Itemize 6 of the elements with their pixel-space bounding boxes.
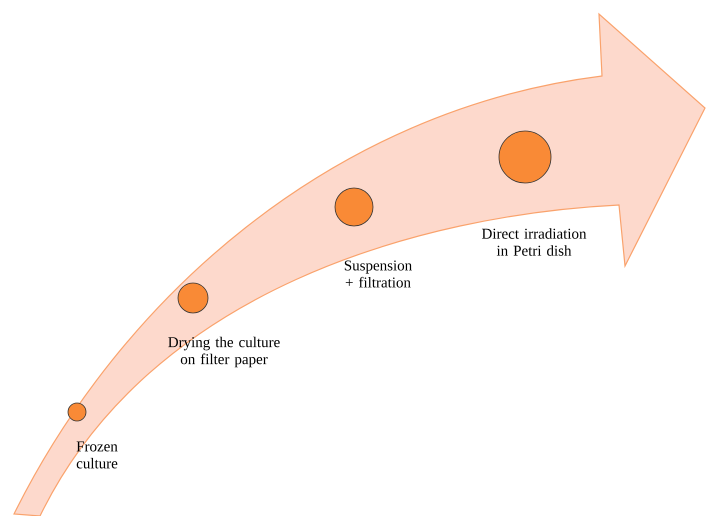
step-label: Direct irradiation in Petri dish	[482, 228, 586, 256]
step-circle	[178, 282, 208, 314]
step-label: Suspension + filtration	[344, 260, 412, 288]
step-circle	[498, 130, 552, 184]
step-circle	[334, 188, 374, 226]
step-circle	[68, 402, 86, 422]
